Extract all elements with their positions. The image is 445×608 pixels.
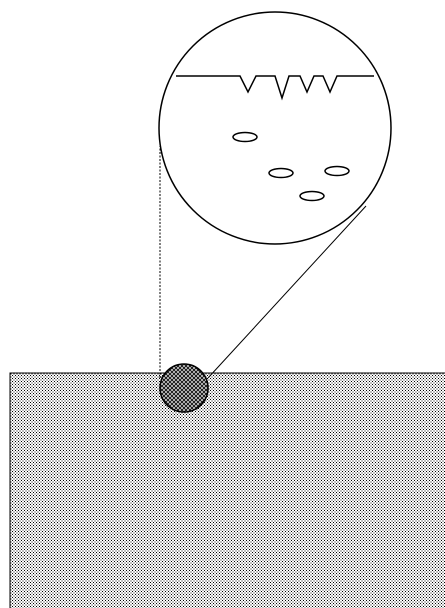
inclusion-ellipse xyxy=(269,169,293,178)
material-block xyxy=(10,373,445,608)
inclusion-ellipse xyxy=(300,192,324,201)
detail-spot xyxy=(160,364,208,412)
magnified-view xyxy=(159,12,391,244)
magnified-view-circle xyxy=(159,12,391,244)
inclusion-ellipse xyxy=(325,167,349,176)
inclusion-ellipse xyxy=(233,133,257,142)
